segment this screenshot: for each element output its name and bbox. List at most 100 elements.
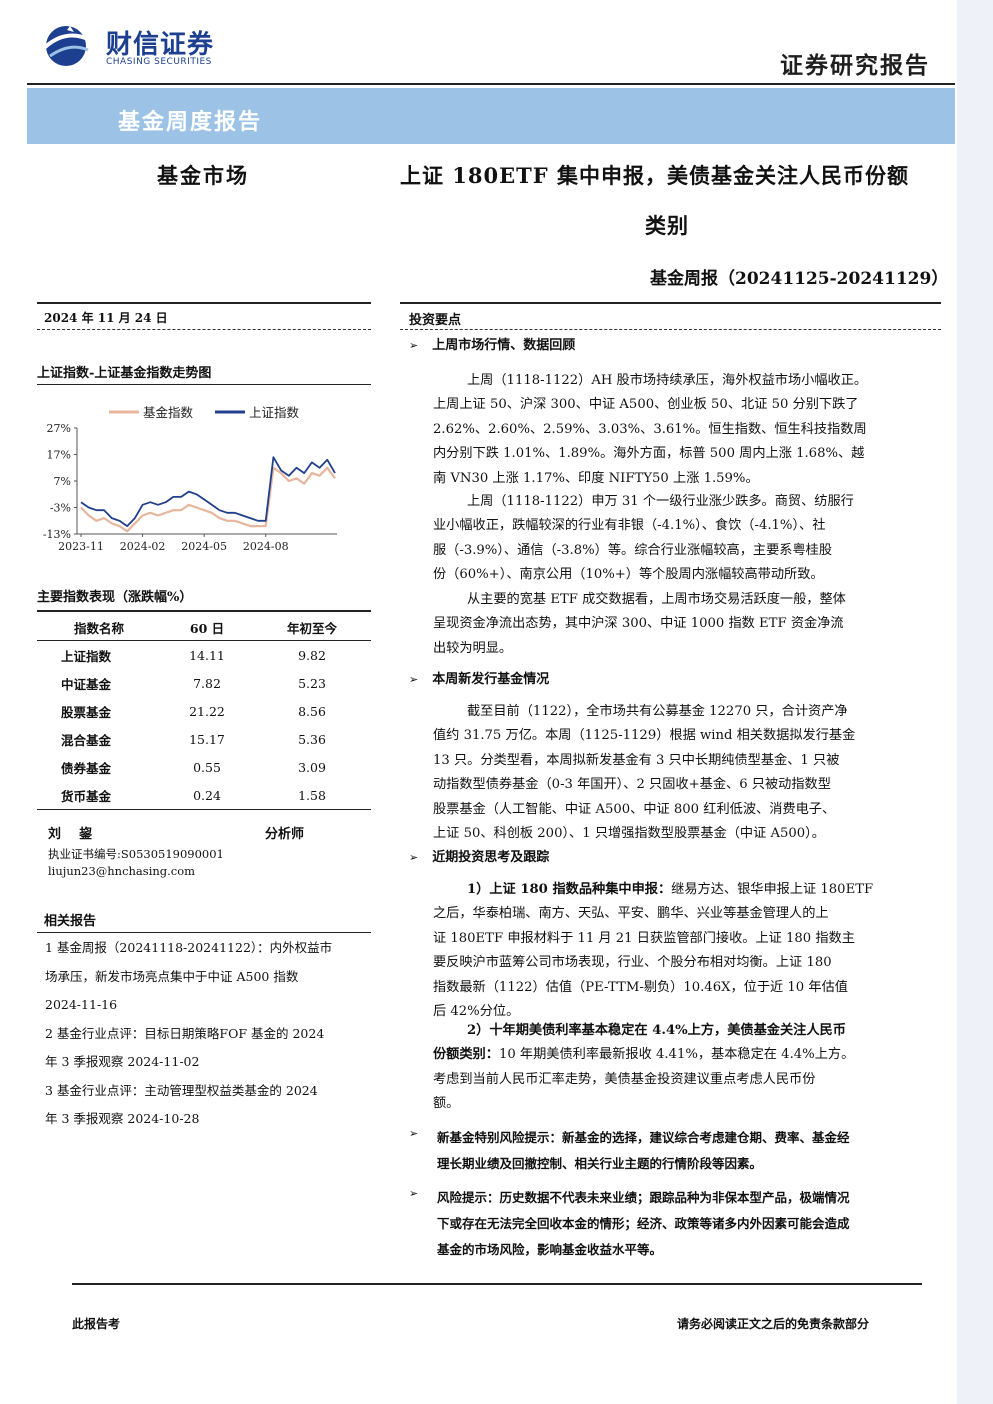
section-title: 近期投资思考及跟踪: [432, 850, 550, 865]
logo-mark-icon: [42, 26, 91, 66]
analyst-email: liujun23@hnchasing.com: [48, 864, 196, 878]
text-line: 上周（1118-1122）申万 31 个一级行业涨少跌多。商贸、纺服行: [467, 494, 854, 509]
index-name: 债券基金: [61, 760, 112, 776]
text-line: 上周（1118-1122）AH 股市场持续承压，海外权益市场小幅收正。: [467, 373, 868, 388]
index-60d: 7.82: [193, 675, 221, 691]
text-line: 2.62%、2.60%、2.59%、3.03%、3.61%。恒生指数、恒生科技指…: [433, 421, 867, 437]
text-line: 后 42%分位。: [433, 1004, 520, 1020]
text-line: 内分别下跌 1.01%、1.89%。海外方面，标普 500 周内上涨 1.68%…: [433, 446, 865, 462]
text-line: 额。: [433, 1096, 460, 1112]
brand-name-en: CHASING SECURITIES: [106, 57, 212, 67]
report-subtitle: 基金周报（20241125-20241129）: [650, 269, 949, 289]
index-name: 混合基金: [61, 732, 112, 748]
text-line: 13 只。分类型看，本周拟新发基金有 3 只中长期纯债型基金、1 只被: [433, 752, 840, 768]
arrow-bullet-icon: ➢: [409, 1127, 419, 1140]
y-tick-label: -13%: [43, 528, 71, 541]
table-row: 债券基金 0.55 3.09: [37, 753, 371, 781]
index-name: 上证指数: [61, 648, 112, 664]
index-table-heading: 主要指数表现（涨跌幅%）: [37, 590, 193, 605]
analyst-cert: 执业证书编号:S0530519090001: [48, 847, 224, 861]
col-header-name: 指数名称: [37, 614, 161, 641]
index-60d: 0.55: [193, 759, 221, 775]
banner-title: 基金周度报告: [118, 109, 263, 135]
related-line: 3 基金行业点评：主动管理型权益类基金的 2024: [45, 1082, 318, 1098]
header-rule: [27, 83, 955, 85]
inline-text: 10 年期美债利率最新报收 4.41%，基本稳定在 4.4%上方。: [498, 1047, 855, 1063]
section-title: 本周新发行基金情况: [432, 672, 550, 687]
footer-rule: [72, 1283, 922, 1285]
text-line: 基金的市场风险，影响基金收益水平等。: [437, 1242, 663, 1257]
text-line: 出较为明显。: [433, 640, 513, 656]
risk-note-new-fund: ➢ 新基金特别风险提示：新基金的选择，建议综合考虑建仓期、费率、基金经 理长期业…: [409, 1125, 939, 1177]
paragraph: 上周（1118-1122）申万 31 个一级行业涨少跌多。商贸、纺服行 业小幅收…: [433, 490, 933, 588]
key-points-heading: 投资要点: [409, 313, 462, 328]
footer-left: 此报告考: [72, 1317, 121, 1331]
related-line: 1 基金周报（20241118-20241122）：内外权益市: [45, 940, 333, 955]
text-line: 下或存在无法完全回收本金的情形；经济、政策等诸多内外因素可能会造成: [437, 1216, 850, 1231]
text-line: 份额类别：10 年期美债利率最新报收 4.41%，基本稳定在 4.4%上方。: [433, 1043, 933, 1067]
legend-label: 上证指数: [249, 405, 300, 420]
arrow-bullet-icon: ➢: [409, 339, 419, 352]
index-name: 股票基金: [61, 704, 112, 720]
footer-disclaimer: 请务必阅读正文之后的免责条款部分: [677, 1317, 870, 1331]
text-line: 服（-3.9%）、通信（-3.8%）等。综合行业涨幅较高，主要系粤桂股: [433, 542, 833, 558]
related-line: 2 基金行业点评：目标日期策略FOF 基金的 2024: [45, 1025, 325, 1041]
text-line: 值约 31.75 万亿。本周（1125-1129）根据 wind 相关数据拟发行…: [433, 728, 856, 744]
right-top-rule: [400, 302, 941, 304]
right-key-dash: [400, 329, 941, 330]
series-line-fund-index: [80, 466, 336, 533]
text-line: 指数最新（1122）估值（PE-TTM-剔负）10.46X，位于近 10 年估值: [433, 979, 848, 995]
chart-heading-rule: [37, 384, 371, 385]
report-title-line2: 类别: [645, 213, 689, 238]
text-line: 1）上证 180 指数品种集中申报：继易方达、银华申报上证 180ETF: [433, 878, 933, 902]
x-tick-label: 2023-11: [58, 540, 104, 553]
inline-bold: 1）上证 180 指数品种集中申报：: [467, 882, 672, 897]
index-ytd: 3.09: [298, 759, 326, 775]
x-tick-label: 2024-08: [243, 540, 289, 553]
text-line: 理长期业绩及回撤控制、相关行业主题的行情阶段等因素。: [437, 1156, 763, 1171]
report-date: 2024 年 11 月 24 日: [44, 311, 168, 325]
section-heading: ➢ 上周市场行情、数据回顾: [409, 334, 575, 353]
text-line: 截至目前（1122），全市场共有公募基金 12270 只，合计资产净: [467, 704, 848, 719]
arrow-bullet-icon: ➢: [409, 1187, 419, 1200]
text-line: 股票基金（人工智能、中证 A500、中证 800 红利低波、消费电子、: [433, 801, 836, 817]
index-60d: 15.17: [189, 731, 225, 747]
index-60d: 14.11: [189, 647, 225, 663]
index-table-header-row: 指数名称 60 日 年初至今: [37, 614, 371, 641]
text-line: 上证 50、科创板 200）、1 只增强指数型股票基金（中证 A500）。: [433, 826, 825, 842]
page-edge-strip: [957, 0, 993, 1404]
index-ytd: 8.56: [298, 703, 326, 719]
paragraph: 2）十年期美债利率基本稳定在 4.4%上方，美债基金关注人民币 份额类别：10 …: [433, 1019, 933, 1117]
risk-text: 风险提示：历史数据不代表未来业绩；跟踪品种为非保本型产品，极端情况 下或存在无法…: [437, 1185, 939, 1263]
index-60d: 0.24: [161, 781, 253, 810]
text-line: 证 180ETF 申报材料于 11 月 21 日获监管部门接收。上证 180 指…: [433, 930, 855, 946]
related-heading: 相关报告: [44, 914, 97, 929]
section-heading: ➢近期投资思考及跟踪: [409, 846, 549, 865]
text-line: 南 VN30 上涨 1.17%、印度 NIFTY50 上涨 1.59%。: [433, 470, 759, 486]
analyst-role: 分析师: [265, 827, 305, 842]
risk-text: 新基金特别风险提示：新基金的选择，建议综合考虑建仓期、费率、基金经 理长期业绩及…: [437, 1125, 939, 1177]
index-name: 货币基金: [37, 781, 161, 810]
paragraph: 从主要的宽基 ETF 成交数据看，上周市场交易活跃度一般，整体 呈现资金净流出态…: [433, 588, 933, 661]
paragraph: 截至目前（1122），全市场共有公募基金 12270 只，合计资产净 值约 31…: [433, 700, 933, 846]
inline-text: 继易方达、银华申报上证 180ETF: [671, 882, 874, 897]
text-line: 份（60%+）、南京公用（10%+）等个股周内涨幅较高带动所致。: [433, 567, 824, 583]
col-header-60d: 60 日: [161, 614, 253, 641]
banner-bar: [27, 88, 955, 144]
text-line: 2）十年期美债利率基本稳定在 4.4%上方，美债基金关注人民币: [433, 1019, 933, 1043]
text-line: 从主要的宽基 ETF 成交数据看，上周市场交易活跃度一般，整体: [467, 592, 846, 607]
brand-logo: [40, 22, 92, 68]
text-line: 之后，华泰柏瑞、南方、天弘、平安、鹏华、兴业等基金管理人的上: [433, 906, 829, 922]
index-ytd: 9.82: [298, 647, 326, 663]
chart-heading: 上证指数-上证基金指数走势图: [37, 366, 212, 381]
section-title: 上周市场行情、数据回顾: [432, 338, 576, 353]
y-tick-label: 17%: [47, 449, 71, 462]
paragraph: 1）上证 180 指数品种集中申报：继易方达、银华申报上证 180ETF 之后，…: [433, 878, 933, 1024]
